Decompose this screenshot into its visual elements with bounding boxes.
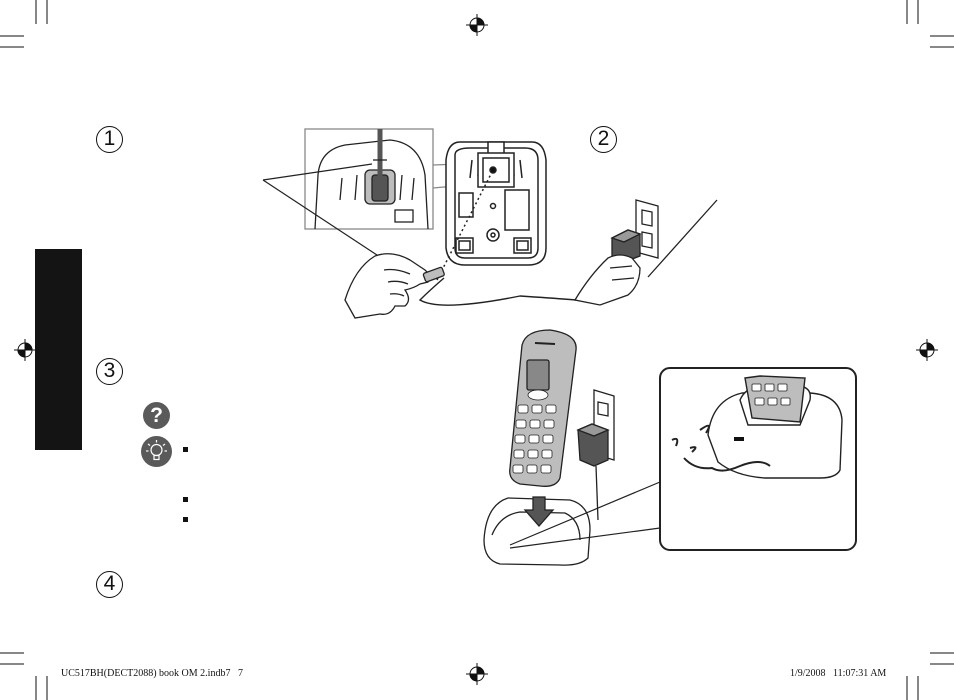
bullet-marker [183,447,188,452]
step-number-1: 1 [96,126,123,153]
bullet-marker [183,497,188,502]
handset-charging-illustration [483,329,615,566]
step-number-3: 3 [96,358,123,385]
crosshair-registration-mark-icon [466,14,488,36]
step-number-4: 4 [96,571,123,598]
lightbulb-tip-icon [141,436,172,467]
section-sidebar-tab [35,249,82,450]
bullet-marker [183,517,188,522]
crosshair-registration-mark-icon [916,339,938,361]
crosshair-registration-mark-icon [14,339,36,361]
footer-datetime: 1/9/2008 11:07:31 AM [790,668,887,679]
charging-contacts-detail-illustration [659,367,857,551]
base-underside-illustration [445,141,547,266]
wall-outlet-adapter-illustration [573,199,659,306]
cord-connection-inset-illustration [304,128,434,230]
question-icon: ? [143,402,170,429]
step-number-2: 2 [590,126,617,153]
footer-file-info: UC517BH(DECT2088) book OM 2.indb7 7 [61,668,243,679]
hand-holding-plug-illustration [344,253,445,319]
crosshair-registration-mark-icon [466,663,488,685]
